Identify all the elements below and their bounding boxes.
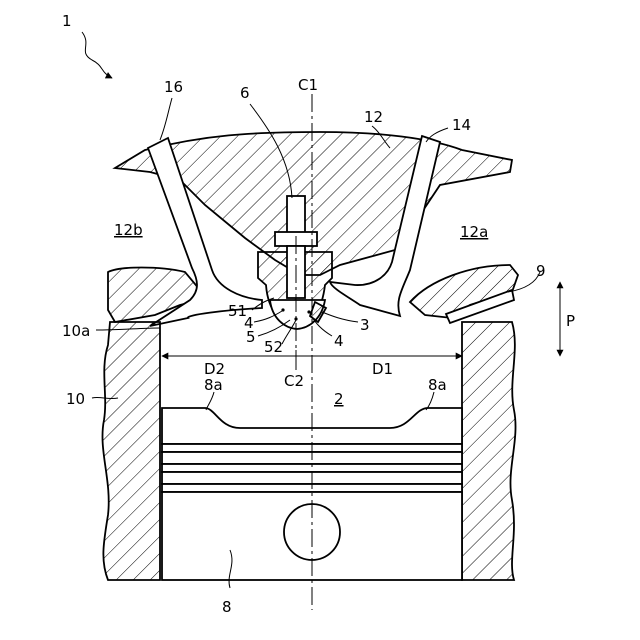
label-d1: D1 [372, 360, 393, 378]
label-8a-left: 8a [204, 376, 223, 394]
injector-stem [287, 196, 305, 234]
leader-8a-left [206, 392, 214, 410]
label-2: 2 [334, 390, 344, 408]
label-14: 14 [452, 116, 471, 134]
label-1: 1 [62, 12, 72, 30]
label-8a-right: 8a [428, 376, 447, 394]
label-5: 5 [246, 328, 256, 346]
label-9: 9 [536, 262, 546, 280]
label-8: 8 [222, 598, 232, 616]
label-4-right: 4 [334, 332, 344, 350]
label-52: 52 [264, 338, 283, 356]
label-3: 3 [360, 316, 370, 334]
leader-1 [82, 32, 112, 78]
cylinder-wall-left [102, 322, 160, 580]
label-10a: 10a [62, 322, 90, 340]
label-16: 16 [164, 78, 183, 96]
cylinder-wall-right [462, 322, 516, 580]
leader-3 [322, 312, 358, 322]
label-10: 10 [66, 390, 85, 408]
label-c1: C1 [298, 76, 318, 94]
label-12: 12 [364, 108, 383, 126]
label-6: 6 [240, 84, 250, 102]
label-12b: 12b [114, 221, 143, 239]
leader-16 [160, 98, 172, 140]
label-c2: C2 [284, 372, 304, 390]
label-p: P [566, 312, 575, 330]
label-12a: 12a [460, 223, 488, 241]
